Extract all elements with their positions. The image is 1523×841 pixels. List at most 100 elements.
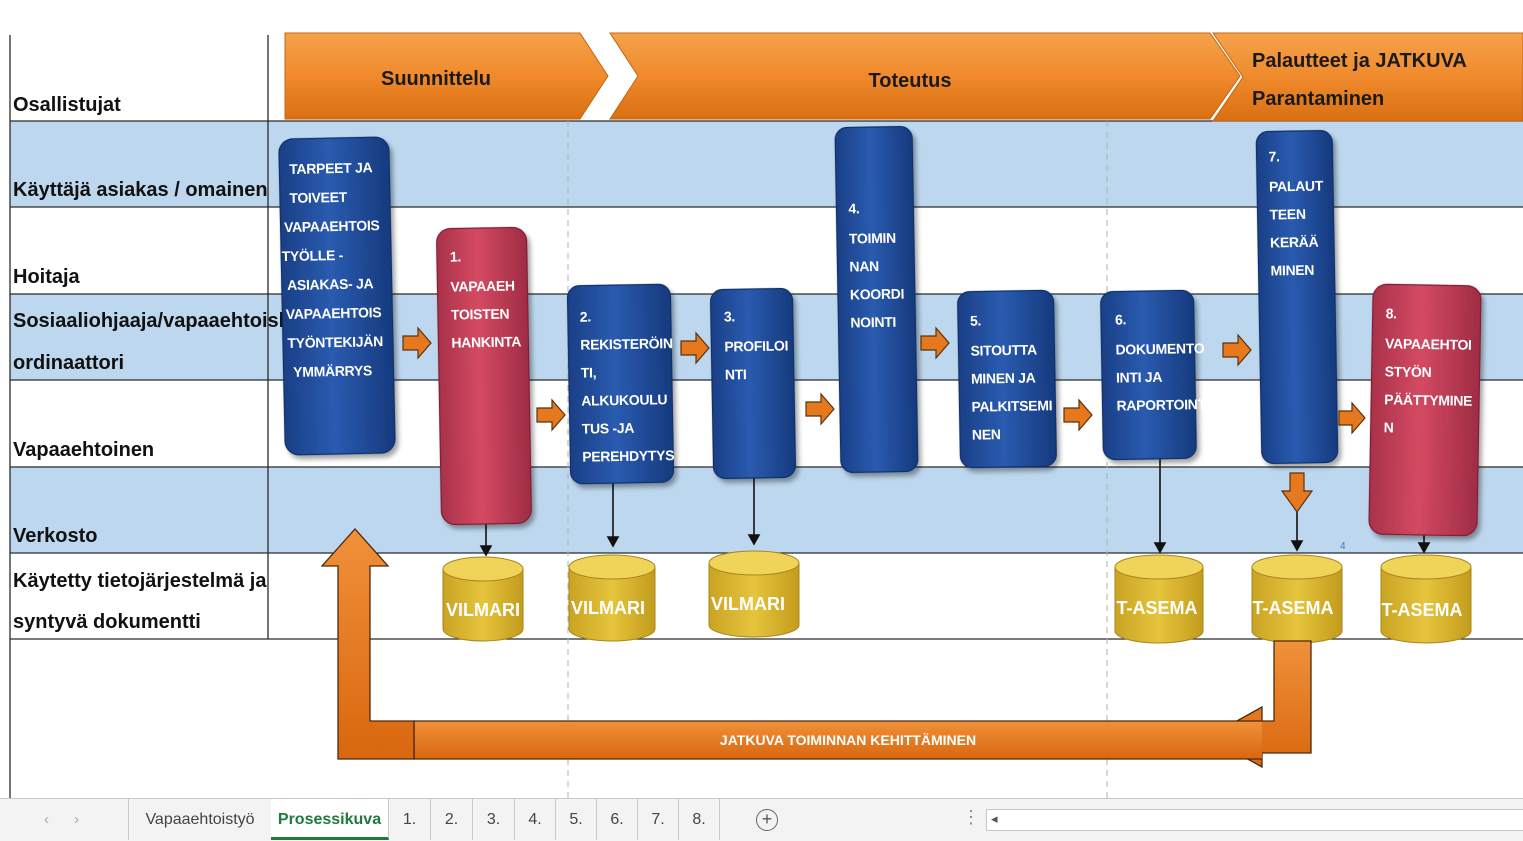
lane-label-coordinator-line1: Sosiaaliohjaaja/vapaaehtoisko [13, 310, 302, 332]
flow-arrow-icon [920, 326, 950, 360]
svg-text:2. REKISTERÖIN: 2. REKISTERÖIN TI, ALKUKOULU TUS -JA PER… [580, 307, 679, 465]
step-4-line: NOINTI [850, 314, 896, 331]
step-4-line: KOORDI [850, 286, 904, 303]
step-7-line: KERÄÄ [1270, 234, 1319, 251]
phase-label-feedback-line2: Parantaminen [1252, 88, 1384, 110]
step-8-line: 8. [1386, 305, 1397, 321]
lane-label-volunteer: Vapaaehtoinen [13, 439, 154, 461]
horizontal-scrollbar[interactable]: ◂ [986, 809, 1523, 831]
sheet-tab-bar: ‹ › Vapaaehtoistyö Prosessikuva 1. 2. 3.… [0, 798, 1523, 841]
step-4-coordination: 4. TOIMIN NAN KOORDI NOINTI [834, 125, 919, 474]
tab-scroll-prev-icon[interactable]: ‹ [44, 811, 49, 828]
db-connectors [479, 459, 1431, 557]
tab-sheet-4[interactable]: 4. [515, 799, 556, 840]
phase-chevron-feedback [1212, 32, 1523, 122]
step-5-line: MINEN JA [971, 370, 1036, 387]
step-5-line: 5. [970, 312, 981, 328]
step-3-line: PROFILOI [724, 337, 788, 354]
flow-arrow-icon [805, 392, 835, 426]
svg-text:VILMARI: VILMARI [571, 598, 645, 618]
step-needs-line: YMMÄRRYS [293, 362, 372, 380]
tab-sheet-7[interactable]: 7. [638, 799, 679, 840]
step-7-feedback-collection: 7. PALAUT TEEN KERÄÄ MINEN [1255, 129, 1339, 465]
step-4-line: TOIMIN [849, 230, 896, 247]
tab-sheet-2[interactable]: 2. [431, 799, 473, 840]
step-2-line: TUS -JA [582, 420, 635, 437]
step-needs-line: VAPAAEHTOIS [284, 217, 380, 235]
flow-arrows [402, 326, 1366, 514]
svg-text:4. TOIMIN NAN: 4. TOIMIN NAN KOORDI NOINTI [848, 199, 908, 330]
step-7-line: PALAUT [1269, 178, 1324, 195]
step-needs-line: VAPAAEHTOIS [286, 304, 382, 322]
step-8-line: VAPAAEHTOI [1385, 335, 1472, 353]
svg-text:7. PALAUT TEEN: 7. PALAUT TEEN KERÄÄ MINEN [1268, 147, 1328, 278]
step-6-line: 6. [1115, 311, 1126, 327]
process-steps: TARPEET JA TOIVEET VAPAAEHTOIS TYÖLLE - … [278, 125, 1482, 537]
tab-vapaaehtoistyo[interactable]: Vapaaehtoistyö [128, 799, 272, 840]
step-needs-line: TYÖLLE - [282, 247, 344, 264]
step-2-line: TI, [581, 364, 597, 380]
more-options-icon[interactable]: ⋮ [962, 807, 980, 827]
svg-text:T-ASEMA: T-ASEMA [1117, 598, 1198, 618]
step-2-line: 2. [580, 308, 591, 324]
flow-arrow-icon [1222, 333, 1252, 367]
flow-arrow-icon [680, 331, 710, 365]
flow-arrow-icon [536, 398, 566, 432]
lane-label-coordinator-line2: ordinaattori [13, 352, 124, 374]
step-1-line: 1. [450, 248, 461, 264]
step-5-line: PALKITSEMI [971, 397, 1052, 414]
svg-text:T-ASEMA: T-ASEMA [1253, 598, 1334, 618]
svg-text:6. DOKUMENTO I: 6. DOKUMENTO INTI JA RAPORTOINTI [1115, 310, 1210, 414]
step-1-line: VAPAAEH [450, 277, 515, 294]
svg-text:8. VAPAAEHTOI: 8. VAPAAEHTOI STYÖN PÄÄTTYMINE N [1384, 305, 1478, 437]
add-sheet-icon[interactable]: + [756, 809, 778, 831]
step-8-ending: 8. VAPAAEHTOI STYÖN PÄÄTTYMINE N [1368, 283, 1482, 537]
step-2-line: PEREHDYTYS [582, 447, 674, 465]
step-3-profiling: 3. PROFILOI NTI [709, 287, 797, 480]
phase-headers: Suunnittelu Toteutus Palautteet ja JATKU… [284, 32, 1523, 122]
lane-label-system-line2: syntyvä dokumentti [13, 611, 201, 633]
step-6-documentation: 6. DOKUMENTO INTI JA RAPORTOINTI [1100, 289, 1210, 461]
step-1-recruitment: 1. VAPAAEH TOISTEN HANKINTA [436, 226, 532, 526]
step-8-line: N [1384, 419, 1394, 435]
lane-label-system-line1: Käytetty tietojärjestelmä ja [13, 570, 267, 592]
svg-text:5. SITOUTTA MI: 5. SITOUTTA MINEN JA PALKITSEMI NEN [970, 311, 1057, 442]
step-4-line: NAN [849, 258, 879, 275]
phase-label-planning: Suunnittelu [381, 68, 491, 90]
tab-sheet-8[interactable]: 8. [679, 799, 720, 840]
database-vilmari-2: VILMARI [568, 554, 656, 642]
databases: VILMARI VILMARI VILMARI T-ASEMA T-ASEMA … [442, 550, 1472, 644]
step-8-line: STYÖN [1385, 363, 1432, 380]
step-4-line: 4. [848, 200, 859, 216]
loop-label: JATKUVA TOIMINNAN KEHITTÄMINEN [720, 732, 976, 748]
phase-chevron-planning [284, 32, 609, 120]
step-5-line: NEN [972, 426, 1001, 443]
tab-sheet-1[interactable]: 1. [389, 799, 431, 840]
flow-arrow-icon [402, 326, 432, 360]
step-7-line: 7. [1268, 148, 1279, 164]
scroll-left-icon[interactable]: ◂ [991, 811, 998, 826]
svg-text:T-ASEMA: T-ASEMA [1382, 600, 1463, 620]
svg-text:TARPEET JA TOIVEET: TARPEET JA TOIVEET VAPAAEHTOIS TYÖLLE - … [280, 159, 388, 380]
step-5-line: SITOUTTA [970, 341, 1037, 358]
svg-text:3. PROFILOI NT: 3. PROFILOI NTI [724, 307, 793, 382]
lane-label-user: Käyttäjä asiakas / omainen [13, 179, 268, 201]
database-vilmari-1: VILMARI [442, 556, 524, 642]
step-3-line: 3. [724, 308, 735, 324]
tab-prosessikuva[interactable]: Prosessikuva [271, 799, 389, 840]
step-1-line: HANKINTA [451, 333, 521, 350]
lane-label-nurse: Hoitaja [13, 266, 81, 288]
tab-sheet-5[interactable]: 5. [556, 799, 597, 840]
lane-band-network [10, 467, 1523, 553]
svg-text:VILMARI: VILMARI [711, 594, 785, 614]
phase-label-implementation: Toteutus [869, 70, 952, 92]
step-6-line: DOKUMENTO [1115, 340, 1204, 358]
step-needs-line: TYÖNTEKIJÄN [287, 333, 383, 351]
step-6-line: RAPORTOINTI [1116, 396, 1209, 414]
tab-scroll-next-icon[interactable]: › [74, 811, 79, 828]
tab-sheet-6[interactable]: 6. [597, 799, 638, 840]
stray-mark: 4 [1340, 541, 1346, 552]
tab-sheet-3[interactable]: 3. [473, 799, 515, 840]
lane-label-header: Osallistujat [13, 94, 121, 116]
step-6-line: INTI JA [1116, 369, 1163, 386]
